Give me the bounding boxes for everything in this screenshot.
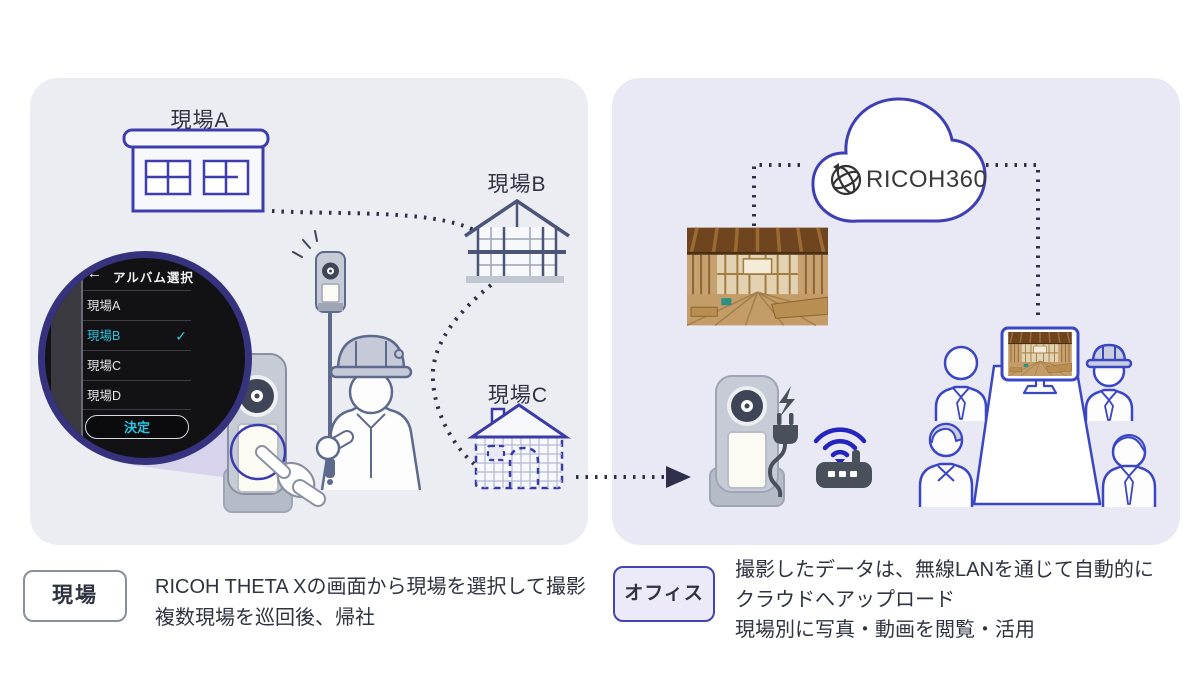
camera-edge-sliver <box>51 258 83 458</box>
arrow-icon <box>666 466 691 488</box>
theta-dock-camera-icon <box>709 375 785 507</box>
person-hardhat-icon <box>1084 343 1134 421</box>
worker-figure <box>320 334 422 491</box>
site-b-label: 現場B <box>487 173 547 196</box>
office-legend-text: 撮影したデータは、無線LANを通じて自動的に クラウドへアップロード 現場別に写… <box>735 555 1154 645</box>
album-item-a[interactable]: 現場A <box>83 290 191 320</box>
ricoh360-brand-text: RICOH360 <box>866 166 988 193</box>
pointing-hand-icon <box>255 445 326 507</box>
album-item-b-selected[interactable]: 現場B ✓ <box>83 320 191 350</box>
person-plain-icon <box>934 345 988 421</box>
shine-rays-icon <box>292 230 318 258</box>
power-plug-icon <box>767 413 798 498</box>
site-b-building-icon <box>464 198 570 283</box>
route-dotted-lines <box>271 163 1040 479</box>
site-legend-line2: 複数現場を巡回後、帰社 <box>155 607 375 629</box>
back-arrow-icon[interactable]: ← <box>87 265 102 282</box>
site-legend-badge: 現場 <box>23 570 127 622</box>
tap-highlight-circle <box>229 423 287 481</box>
camera-screen-magnifier: ← アルバム選択 現場A 現場B ✓ 現場C 現場D 決定 <box>38 251 252 465</box>
office-legend-line2: クラウドへアップロード <box>735 589 955 611</box>
confirm-button[interactable]: 決定 <box>85 415 189 439</box>
site-legend-text: RICOH THETA Xの画面から現場を選択して撮影 複数現場を巡回後、帰社 <box>155 572 586 634</box>
site-c-label: 現場C <box>487 384 549 407</box>
album-list: 現場A 現場B ✓ 現場C 現場D <box>83 290 191 410</box>
album-select-title: アルバム選択 <box>113 271 194 285</box>
ricoh360-logo-icon <box>830 163 862 196</box>
site-photo-360 <box>687 227 828 326</box>
site-a-label: 現場A <box>170 109 230 132</box>
person-woman-icon <box>918 422 974 507</box>
site-legend-line1: RICOH THETA Xの画面から現場を選択して撮影 <box>155 576 586 598</box>
album-item-d[interactable]: 現場D <box>83 380 191 410</box>
site-c-building-icon <box>467 403 571 490</box>
album-select-header: ← アルバム選択 <box>83 264 195 286</box>
office-legend-line3: 現場別に写真・動画を閲覧・活用 <box>735 619 1035 641</box>
check-icon: ✓ <box>175 328 187 344</box>
office-legend-badge: オフィス <box>613 566 715 622</box>
monitor-icon <box>1000 326 1080 395</box>
office-legend-line1: 撮影したデータは、無線LANを通じて自動的に <box>735 559 1154 581</box>
album-item-c[interactable]: 現場C <box>83 350 191 380</box>
lightning-icon <box>779 386 795 417</box>
site-a-building-icon <box>122 128 270 213</box>
person-hair-icon <box>1101 434 1157 507</box>
router-icon <box>816 450 872 488</box>
selfie-stick-camera-icon <box>292 230 354 485</box>
cloud-icon <box>811 97 987 223</box>
